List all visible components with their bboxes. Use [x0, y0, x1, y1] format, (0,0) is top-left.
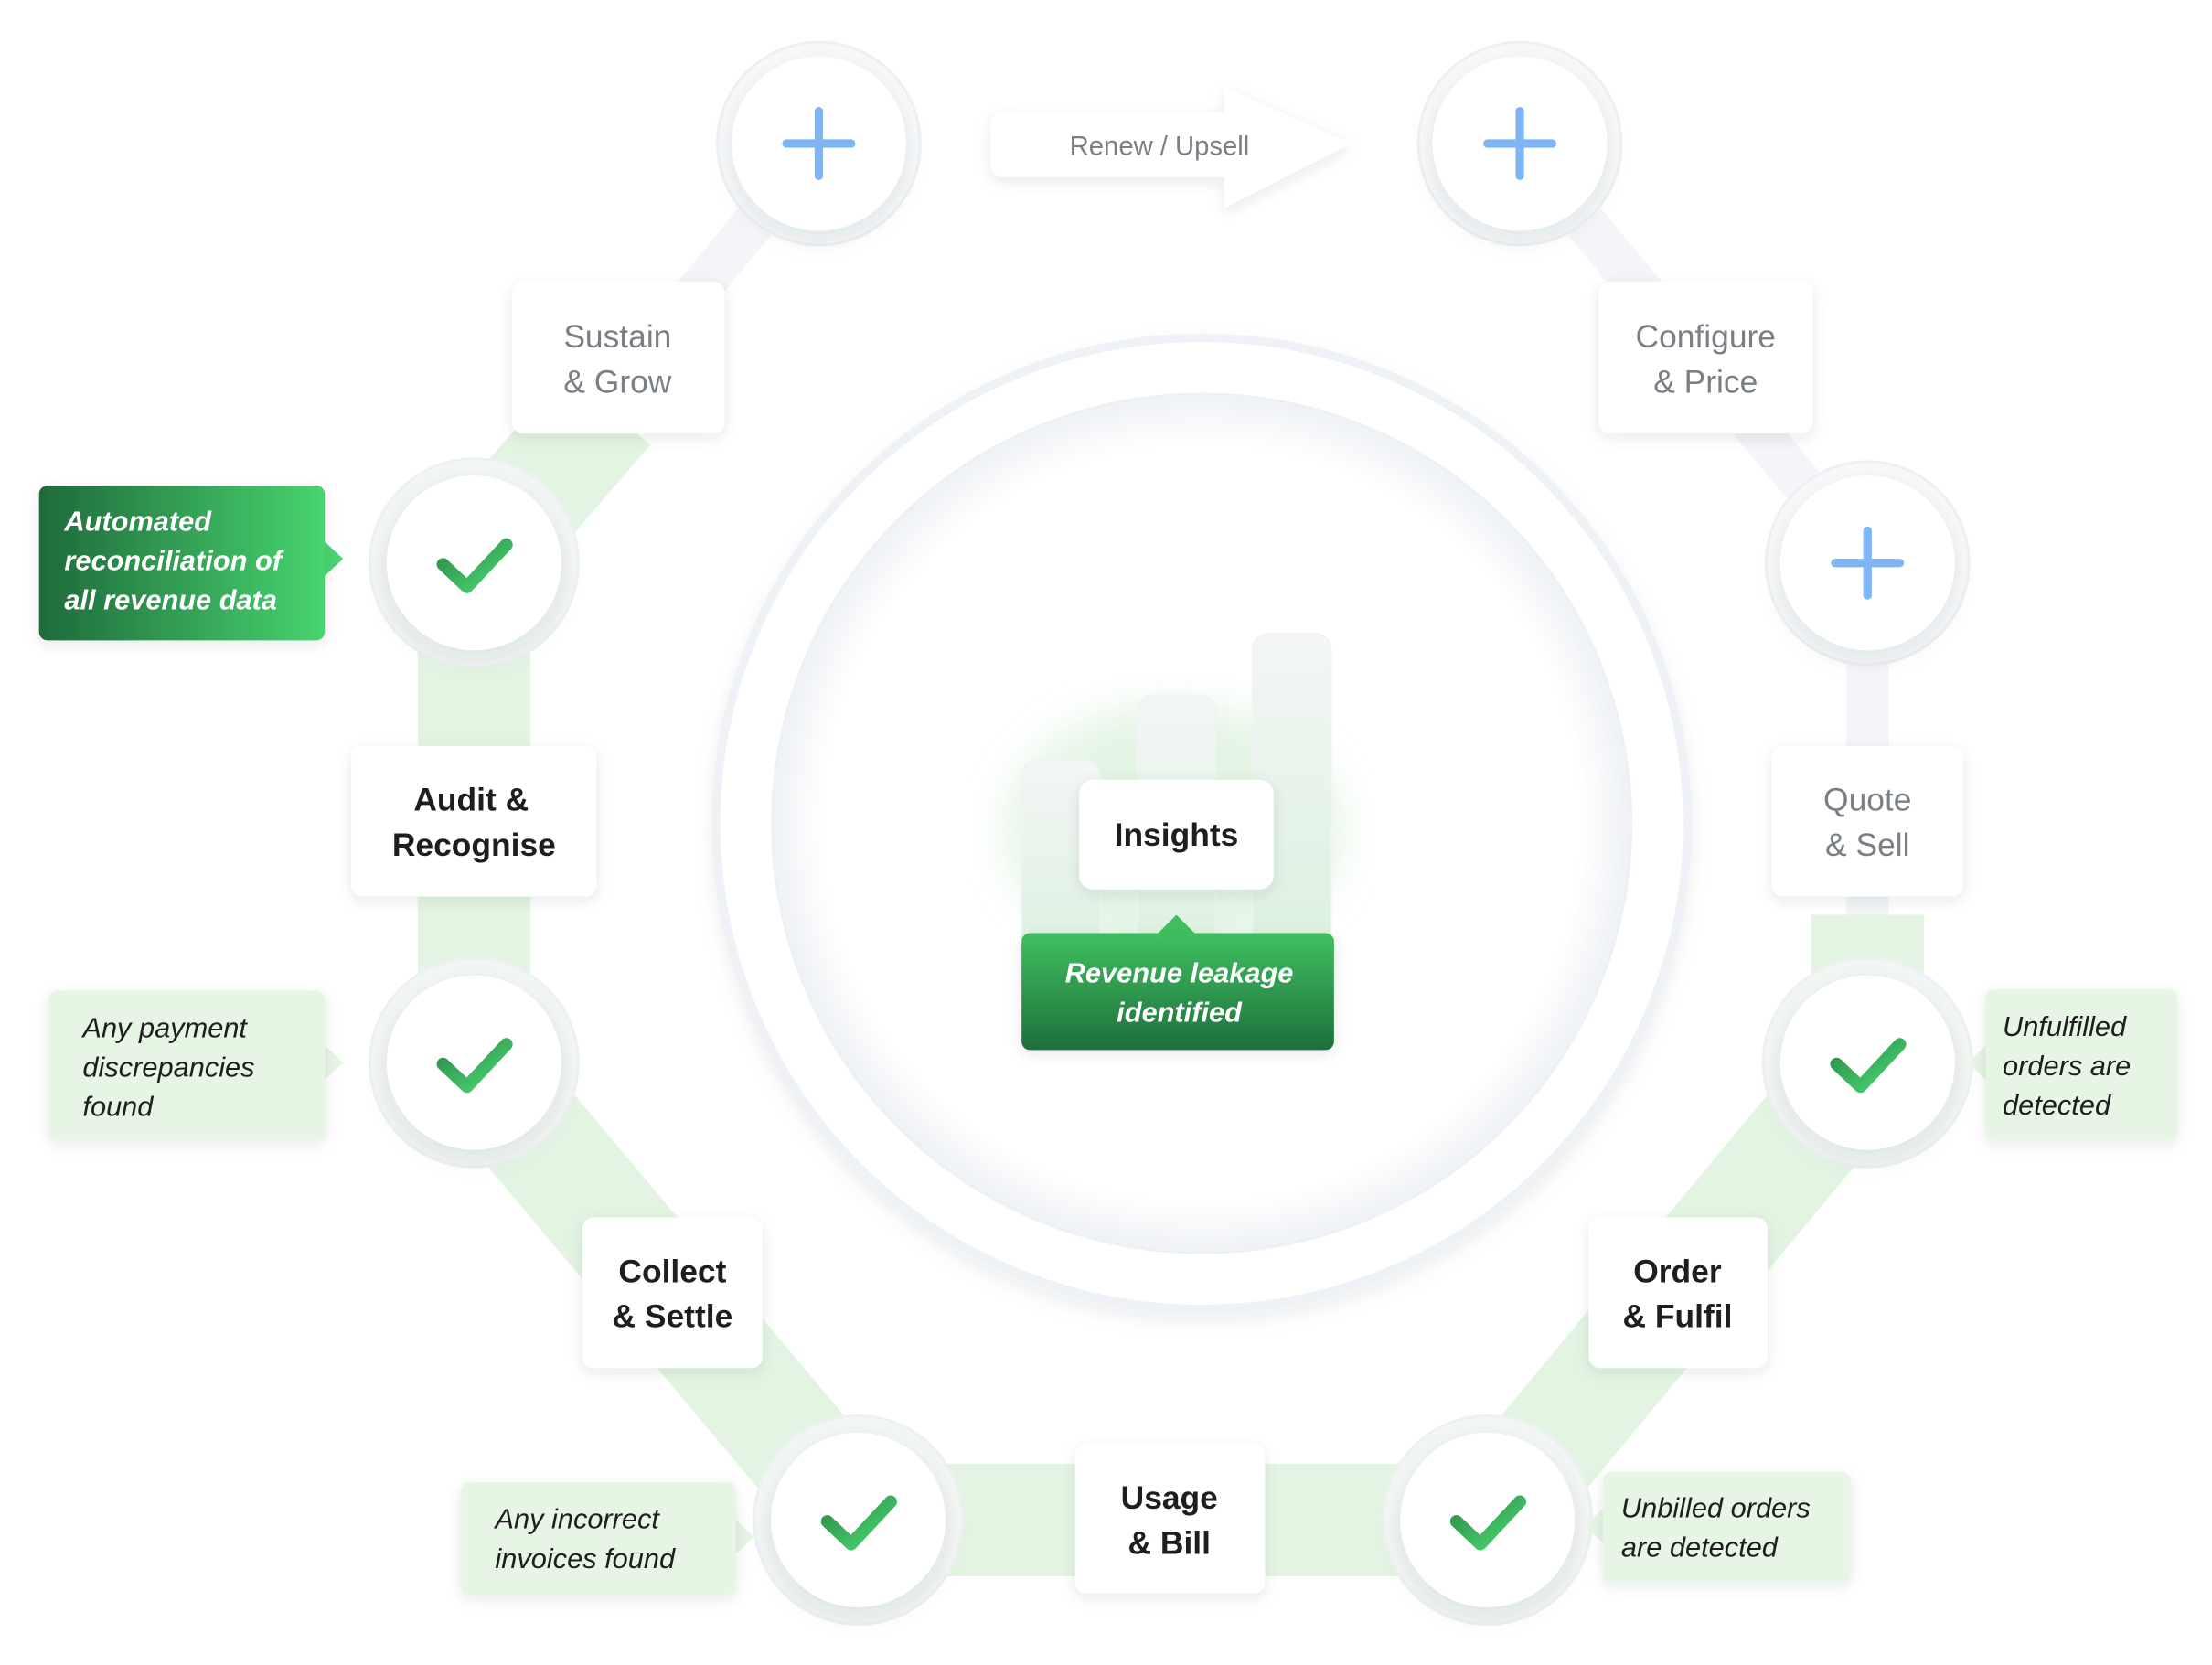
stage-sustain-grow[interactable]: Sustain & Grow — [511, 281, 725, 434]
callout-line: Automated — [63, 505, 212, 537]
check-icon — [436, 538, 513, 593]
check-node-bottom-right[interactable] — [1382, 1414, 1594, 1626]
callout-line: Unbilled orders — [1621, 1491, 1811, 1523]
insights-card[interactable]: Insights — [1079, 779, 1274, 890]
plus-icon — [1483, 106, 1557, 181]
stage-label-line: Sustain — [563, 318, 671, 355]
callout-line: invoices found — [495, 1542, 676, 1574]
check-node-left-upper[interactable] — [368, 457, 580, 669]
callout-payment-discrepancies: Any payment discrepancies found — [48, 990, 344, 1140]
callout-line: found — [82, 1091, 154, 1123]
plus-node-right[interactable] — [1764, 460, 1971, 667]
stage-label-line: & Settle — [613, 1298, 733, 1335]
leakage-line-2: identified — [1117, 997, 1243, 1029]
plus-icon — [1831, 526, 1905, 600]
stage-label-line: Configure — [1636, 318, 1776, 355]
check-icon — [1449, 1495, 1526, 1551]
callout-unbilled-orders: Unbilled orders are detected — [1584, 1472, 1851, 1583]
plus-node-top-left[interactable] — [716, 40, 922, 247]
stage-label-line: & Sell — [1825, 827, 1909, 863]
renew-upsell-arrow[interactable]: Renew / Upsell — [990, 87, 1352, 208]
check-icon — [820, 1495, 897, 1551]
stage-audit-recognise[interactable]: Audit & Recognise — [351, 745, 597, 897]
callout-line: are detected — [1621, 1531, 1779, 1563]
callout-line: Unfulfilled — [2003, 1010, 2127, 1042]
stage-label-line: & Bill — [1128, 1524, 1211, 1561]
insights-label: Insights — [1115, 816, 1239, 853]
callout-incorrect-invoices: Any incorrect invoices found — [461, 1481, 754, 1596]
stage-label-line: Collect — [618, 1253, 726, 1289]
callout-unfulfilled-orders: Unfulfilled orders are detected — [1967, 989, 2177, 1140]
check-icon — [1830, 1038, 1907, 1094]
renew-upsell-label: Renew / Upsell — [1070, 132, 1250, 161]
check-node-bottom-left[interactable] — [753, 1414, 965, 1626]
callout-line: reconciliation of — [64, 544, 283, 576]
stage-usage-bill[interactable]: Usage & Bill — [1074, 1444, 1266, 1594]
plus-node-top-right[interactable] — [1416, 40, 1623, 247]
callout-line: Any payment — [80, 1011, 248, 1043]
revenue-leakage-callout: Revenue leakage identified — [1021, 914, 1334, 1051]
stage-label-line: Usage — [1121, 1479, 1218, 1516]
check-node-left-lower[interactable] — [368, 956, 580, 1169]
callout-line: orders are — [2003, 1050, 2131, 1082]
leakage-line-1: Revenue leakage — [1065, 956, 1294, 988]
stage-collect-settle[interactable]: Collect & Settle — [582, 1217, 763, 1369]
stage-label-line: Recognise — [392, 827, 556, 863]
plus-icon — [782, 106, 856, 181]
stage-order-fulfil[interactable]: Order & Fulfil — [1588, 1217, 1768, 1369]
stage-configure-price[interactable]: Configure & Price — [1598, 281, 1813, 434]
stage-label-line: Order — [1633, 1253, 1722, 1289]
stage-quote-sell[interactable]: Quote & Sell — [1771, 745, 1963, 897]
stage-label-line: & Fulfil — [1622, 1298, 1732, 1335]
stage-label-line: & Price — [1653, 363, 1758, 400]
check-node-right[interactable] — [1761, 956, 1973, 1169]
callout-line: all revenue data — [64, 584, 277, 616]
stage-label-line: Quote — [1823, 782, 1911, 818]
callout-automated-reconciliation: Automated reconciliation of all revenue … — [38, 486, 344, 641]
callout-line: Any incorrect — [493, 1503, 660, 1535]
stage-label-line: & Grow — [563, 363, 671, 400]
check-icon — [436, 1038, 513, 1094]
callout-line: discrepancies — [82, 1051, 254, 1083]
callout-line: detected — [2003, 1089, 2111, 1121]
stage-label-line: Audit & — [413, 782, 529, 818]
